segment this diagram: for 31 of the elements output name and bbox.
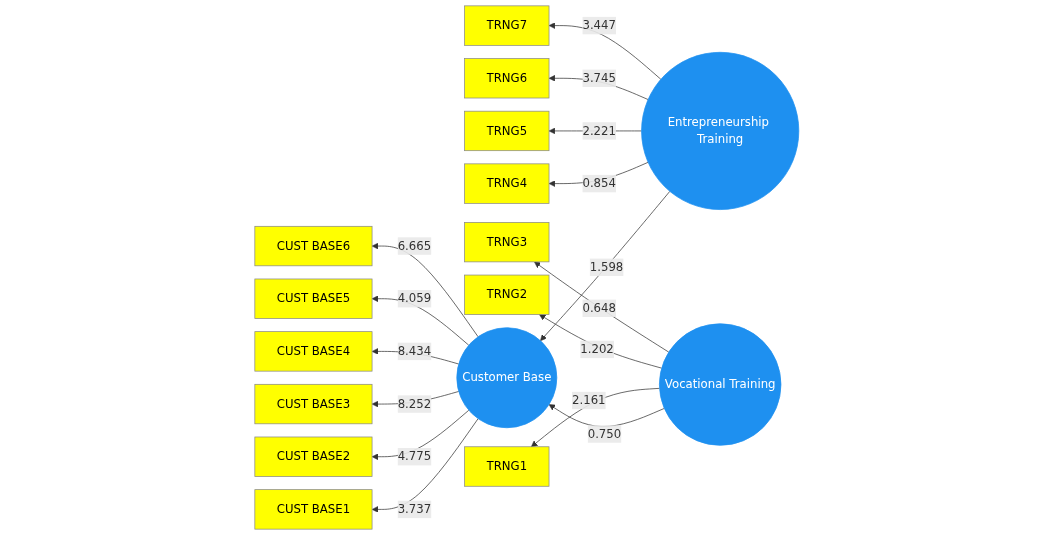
edge-label: 6.665 [397,238,432,253]
node-circle: Customer Base [456,327,558,429]
edge-label: 0.854 [582,176,617,191]
node-circle: Vocational Training [659,323,782,446]
node-box: CUST BASE3 [254,383,373,425]
edge-label: 3.737 [397,502,432,516]
node-box: CUST BASE6 [254,225,373,267]
node-box: TRNG4 [464,163,550,204]
node-box: TRNG2 [464,274,550,315]
node-box: CUST BASE4 [254,331,373,372]
edge-label: 0.648 [582,300,617,315]
node-box: TRNG1 [464,446,550,487]
node-box: CUST BASE5 [254,278,373,319]
edge-label: 2.161 [572,393,606,408]
node-box: CUST BASE2 [254,436,373,477]
node-box: TRNG3 [464,222,550,263]
node-box: TRNG7 [464,5,550,46]
edge-label: 3.447 [582,18,617,33]
edge-label: 0.750 [587,426,622,441]
edge-label: 4.775 [397,449,432,464]
edge-label: 8.434 [397,344,432,358]
edge-label: 1.598 [589,259,624,274]
edge-label: 3.745 [582,70,617,85]
node-box: CUST BASE1 [254,489,373,530]
edge-label: 1.202 [580,342,614,356]
edge-label: 4.059 [397,291,432,306]
node-box: TRNG5 [464,110,550,152]
edge-label: 8.252 [397,396,432,411]
edge-label: 2.221 [582,123,617,138]
node-box: TRNG6 [464,58,550,99]
node-circle: Entrepreneurship Training [641,51,800,210]
